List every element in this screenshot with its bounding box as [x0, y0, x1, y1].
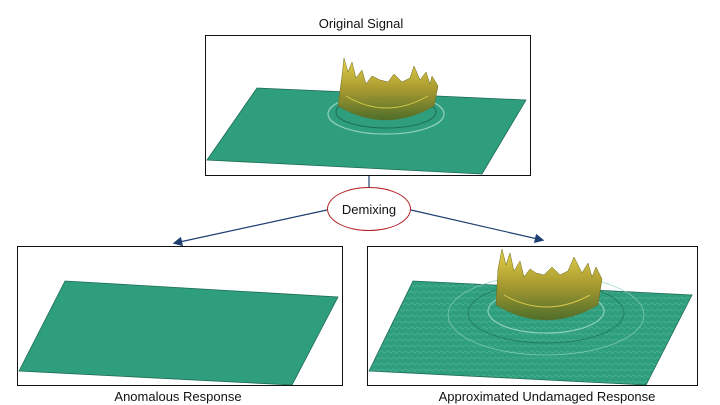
original-signal-title: Original Signal: [318, 16, 404, 31]
undamaged-response-title: Approximated Undamaged Response: [438, 389, 656, 404]
undamaged-response-panel: [367, 246, 698, 386]
demixing-node: Demixing: [327, 187, 411, 231]
arrow-to-anomalous: [172, 209, 328, 247]
original-signal-surface: [206, 57, 527, 175]
peak-inner-rim: [345, 95, 429, 109]
undamaged-response-surface: [368, 248, 693, 385]
anomalous-response-surface: [18, 280, 339, 385]
arrow-to-undamaged: [410, 209, 545, 244]
demixing-label: Demixing: [341, 201, 397, 217]
plate-surface: [18, 280, 339, 385]
original-signal-panel: [205, 35, 531, 176]
peak-inner-rim: [503, 294, 591, 308]
anomalous-response-title: Anomalous Response: [114, 389, 242, 404]
plate-surface: [206, 87, 527, 175]
anomalous-response-panel: [17, 246, 343, 386]
peak-surface: [495, 248, 603, 321]
